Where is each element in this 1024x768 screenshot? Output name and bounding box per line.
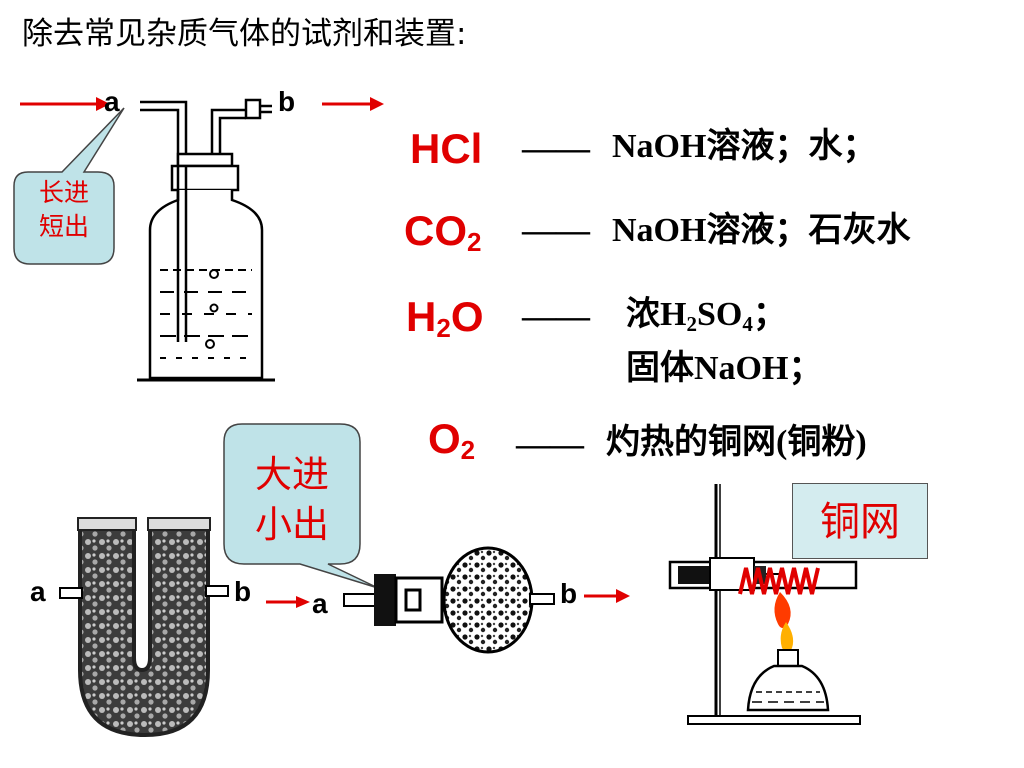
drying-outlet-label: b <box>560 578 578 609</box>
bottle-outlet-label: b <box>278 86 296 117</box>
drying-outlet-arrow <box>584 589 630 603</box>
copper-coil <box>738 567 820 595</box>
formula-h2o: H2O <box>406 293 484 343</box>
reagent-h2o-line2: 固体NaOH； <box>626 350 823 387</box>
reagent-h2o-line1: 浓H2SO4； <box>626 296 787 336</box>
formula-co2: CO2 <box>404 207 482 257</box>
page-title: 除去常见杂质气体的试剂和装置: <box>22 16 467 52</box>
callout-bubble <box>13 107 125 265</box>
copper-mesh-label-box: 铜网 <box>792 483 928 559</box>
dash-1: —— <box>522 130 590 167</box>
reagent-o2: 灼热的铜网(铜粉) <box>606 424 867 461</box>
drying-inlet-label: a <box>312 588 328 619</box>
copper-heating-setup <box>668 484 861 725</box>
drying-callout-text: 大进 小出 <box>255 453 329 546</box>
gas-washing-bottle <box>13 97 384 382</box>
formula-hcl: HCl <box>410 125 483 172</box>
u-tube <box>59 517 229 738</box>
drying-tube <box>223 423 630 654</box>
bottle-callout-text: 长进 短出 <box>38 178 89 241</box>
dash-3: —— <box>522 298 590 335</box>
formula-o2: O2 <box>428 415 476 465</box>
dash-2: —— <box>522 212 590 249</box>
dash-4: —— <box>516 426 584 463</box>
reagent-hcl: NaOH溶液；水； <box>612 128 877 165</box>
utube-outlet-label: b <box>234 576 252 607</box>
reagent-co2: NaOH溶液；石灰水 <box>612 212 911 249</box>
outlet-arrow <box>322 97 384 111</box>
utube-inlet-label: a <box>30 576 46 607</box>
bottle-inlet-label: a <box>104 86 120 117</box>
drying-callout-bubble <box>223 423 379 589</box>
drying-inlet-arrow <box>266 596 310 608</box>
inlet-arrow <box>20 97 110 111</box>
